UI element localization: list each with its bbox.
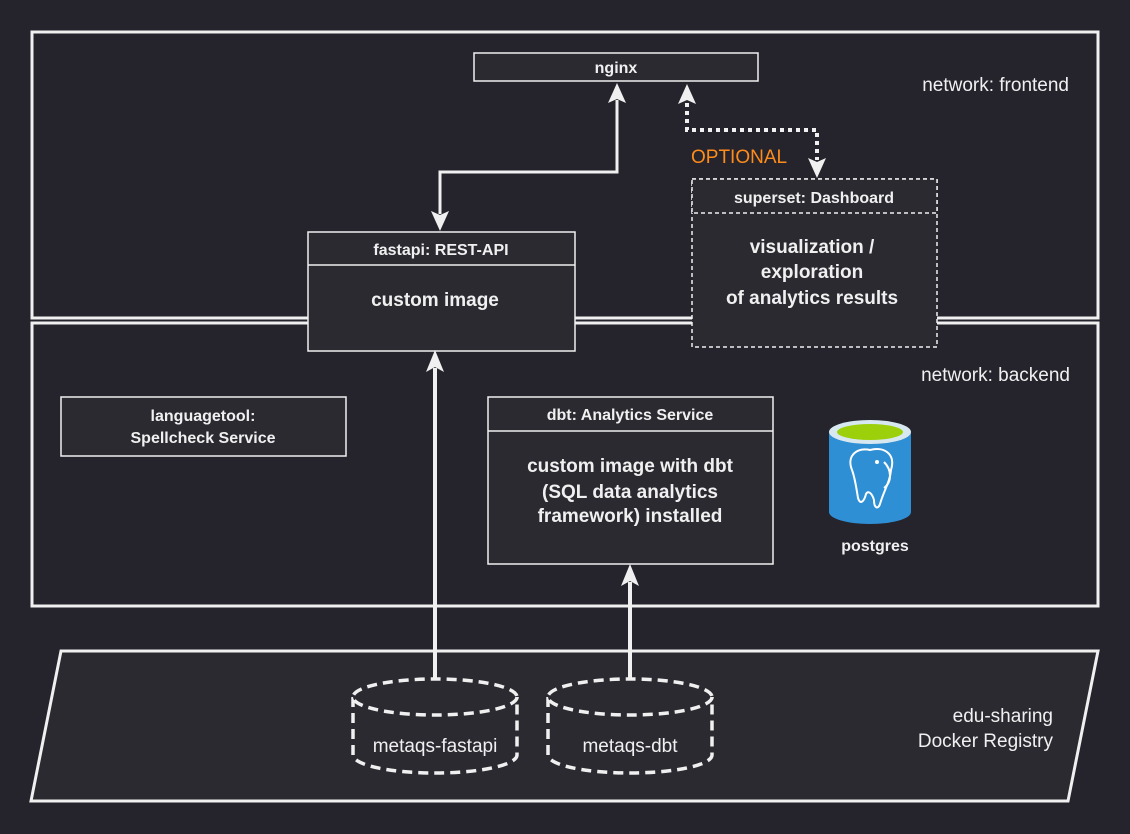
arrowhead-up-nginx-optional [678,84,696,104]
superset-body-line-3: of analytics results [726,288,898,309]
nginx-fastapi-connector [438,100,619,214]
dbt-title: dbt: Analytics Service [547,407,714,424]
postgres-label: postgres [841,538,909,555]
superset-body-line-2: exploration [761,262,863,283]
metaqs-fastapi-image [351,677,519,775]
postgres-elephant-icon [829,420,911,524]
registry-label-line-2: Docker Registry [918,731,1054,752]
fastapi-image-arrowhead [426,350,444,372]
superset-body-line-1: visualization / [750,237,875,258]
languagetool-title-line-2: Spellcheck Service [131,430,276,447]
arrowhead-up-nginx [608,83,626,103]
nginx-box [473,52,759,82]
superset-title: superset: Dashboard [734,190,894,207]
languagetool-title-line-1: languagetool: [151,408,256,425]
backend-network-label: network: backend [921,365,1070,386]
optional-connector [685,103,819,160]
fastapi-title: fastapi: REST-API [373,242,508,259]
dbt-body-line-3: framework) installed [538,506,723,527]
fastapi-body: custom image [371,290,499,311]
metaqs-fastapi-label: metaqs-fastapi [373,736,498,757]
dbt-box [487,396,774,565]
nginx-title: nginx [595,60,638,77]
superset-header [691,178,938,214]
arrowhead-down-superset [808,158,826,178]
dbt-body-line-1: custom image with dbt [527,456,734,477]
metaqs-dbt-label: metaqs-dbt [582,736,678,757]
registry-label-line-1: edu-sharing [953,706,1053,727]
metaqs-dbt-image [546,677,714,775]
dbt-image-arrowhead [621,564,639,586]
frontend-network-label: network: frontend [922,75,1069,96]
arrowhead-down-fastapi [431,211,449,231]
languagetool-box [60,396,347,457]
optional-label: OPTIONAL [691,147,787,168]
dbt-body-line-2: (SQL data analytics [542,482,718,503]
fastapi-box [307,231,576,352]
